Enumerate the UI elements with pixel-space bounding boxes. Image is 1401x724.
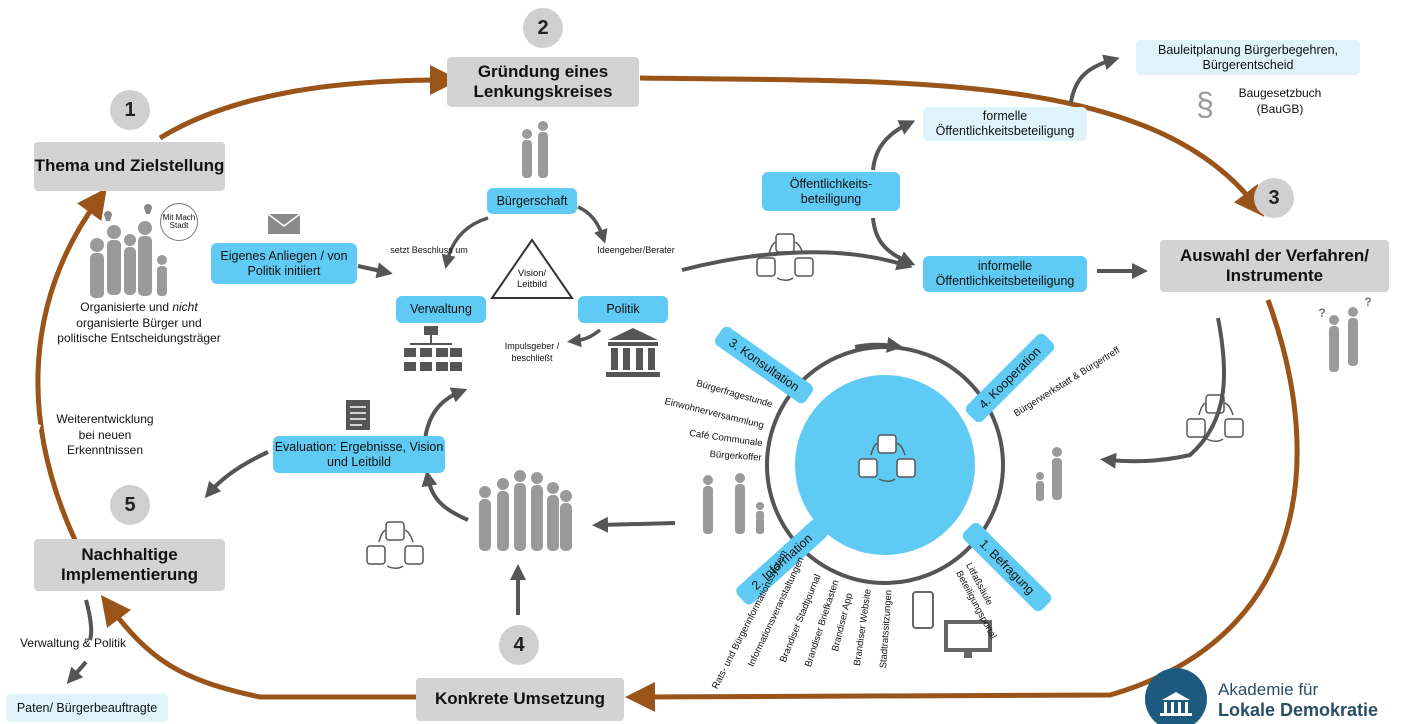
cycle-icon-mini <box>755 232 815 284</box>
ideengeber-label: Ideengeber/Berater <box>597 245 675 255</box>
oeffentlichkeit-box: Öffentlichkeits- beteiligung <box>762 172 900 211</box>
loop-break <box>27 421 41 431</box>
vision-label: Vision/ Leitbild <box>516 268 548 291</box>
citizens-label-italic: nicht <box>172 300 198 314</box>
anliegen-box: Eigenes Anliegen / von Politik initiiert <box>211 243 357 284</box>
bauleit-box: Bauleitplanung Bürgerbegehren, Bürgerent… <box>1136 40 1360 75</box>
step-5-box: Nachhaltige Implementierung <box>34 539 225 591</box>
phone-icon <box>912 591 934 629</box>
question-mark-left: ? <box>1318 306 1326 320</box>
process-loop <box>35 65 1300 712</box>
paragraph-icon: § <box>1196 86 1214 122</box>
paten-box: Paten/ Bürgerbeauftragte <box>6 694 168 722</box>
step-number-3: 3 <box>1254 178 1294 218</box>
politik-box: Politik <box>578 296 668 323</box>
impulsgeber-label: Impulsgeber / beschließt <box>504 341 560 363</box>
step-4-box: Konkrete Umsetzung <box>416 678 624 721</box>
people-top-icon <box>522 121 548 178</box>
citizens-label-part2: organisierte Bürger und politische Entsc… <box>57 315 221 346</box>
family-right-icon <box>1036 447 1062 501</box>
walkers-icon <box>703 473 764 534</box>
document-icon <box>346 400 370 430</box>
buergerschaft-box: Bürgerschaft <box>487 188 577 214</box>
step-2-box: Gründung eines Lenkungskreises <box>447 57 639 107</box>
org-chart-icon <box>404 326 462 371</box>
cycle-icon <box>858 434 916 482</box>
formelle-box: formelle Öffentlichkeitsbeteiligung <box>923 107 1087 141</box>
speech-bubble: Mit Mach Stadt <box>160 203 198 241</box>
envelope-icon <box>267 213 301 234</box>
setzt-label: setzt Beschluss um <box>390 245 468 255</box>
step-3-box: Auswahl der Verfahren/ Instrumente <box>1160 240 1389 292</box>
cycle-icon <box>366 521 424 569</box>
monitor-icon <box>944 620 992 658</box>
question-mark-right: ? <box>1364 295 1372 309</box>
informelle-box: informelle Öffentlichkeitsbeteiligung <box>923 256 1087 292</box>
cycle-icon-center <box>857 433 917 485</box>
people-question-icon <box>1329 307 1358 372</box>
people-icons <box>90 121 1358 551</box>
verwaltung-box: Verwaltung <box>396 296 486 323</box>
cycle-icon-right <box>1185 393 1245 445</box>
citizens-label-part1: Organisierte und <box>80 300 173 314</box>
triangle-cycle <box>441 205 608 348</box>
cycle-icon-bottom <box>365 520 425 572</box>
parliament-icon <box>606 328 660 377</box>
logo-text: Akademie für Lokale Demokratie <box>1218 680 1388 720</box>
step-number-4: 4 <box>499 625 539 665</box>
step-1-box: Thema und Zielstellung <box>34 142 225 191</box>
cycle-icon <box>1186 394 1244 442</box>
people-left-icon <box>90 204 167 298</box>
step-number-5: 5 <box>110 485 150 525</box>
logo-emblem <box>1145 668 1207 724</box>
cycle-icon <box>756 233 814 281</box>
evaluation-box: Evaluation: Ergebnisse, Vision und Leitb… <box>273 436 445 473</box>
vision-triangle <box>490 238 574 299</box>
crowd-icon <box>479 470 572 551</box>
weiterentwicklung-label: Weiterentwicklung bei neuen Erkenntnisse… <box>56 412 154 458</box>
verwaltung-politik-label: Verwaltung & Politik <box>19 636 127 650</box>
participation-circle <box>765 337 1005 585</box>
baugesetz-label: Baugesetzbuch (BauGB) <box>1238 86 1322 116</box>
flow-arrows <box>66 54 1227 685</box>
logo-line1: Akademie für <box>1218 680 1319 699</box>
logo-line2: Lokale Demokratie <box>1218 699 1379 720</box>
step-number-2: 2 <box>523 8 563 48</box>
step-number-1: 1 <box>110 90 150 130</box>
